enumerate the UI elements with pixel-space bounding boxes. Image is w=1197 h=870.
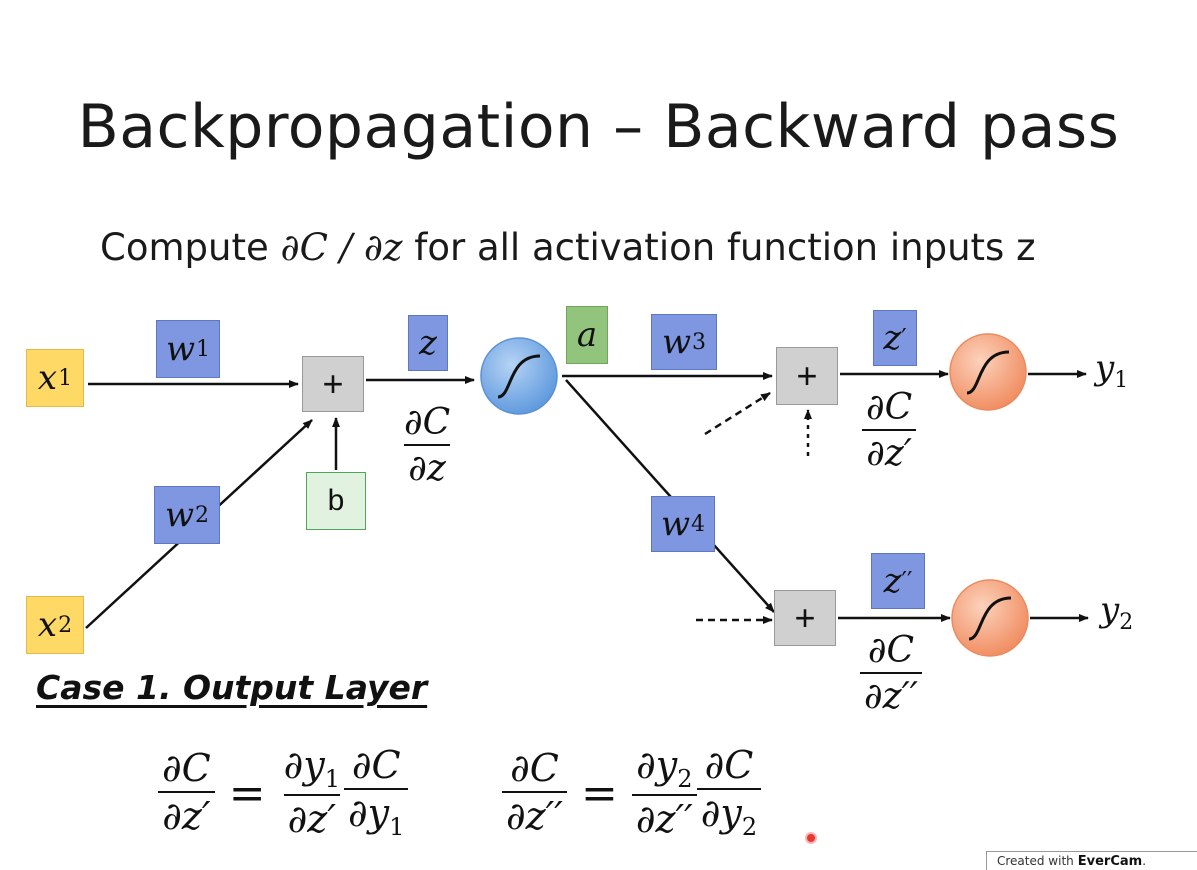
sigmoid-hidden-icon: [480, 337, 558, 415]
equation-output1: ∂C ∂z′ = ∂y1 ∂z′ ∂C ∂y1: [158, 743, 409, 842]
subtitle-suffix: for all activation function inputs z: [402, 226, 1036, 269]
sum-node-output1: +: [776, 347, 838, 405]
subtitle-math: ∂C / ∂z: [280, 226, 403, 269]
case-heading: Case 1. Output Layer: [36, 668, 428, 707]
eq1-factor1: ∂y1 ∂z′: [283, 743, 341, 842]
subtitle-prefix: Compute: [100, 226, 281, 269]
z-prime-label: z′: [873, 310, 917, 366]
pointer-cursor-icon: [805, 832, 817, 844]
slide-subtitle: Compute ∂C / ∂z for all activation funct…: [100, 226, 1036, 269]
z-label: z: [408, 315, 448, 371]
eq2-equals: =: [580, 767, 618, 819]
z-double-prime-label: z′′: [871, 553, 925, 609]
eq1-equals: =: [228, 767, 266, 819]
eq1-factor2: ∂C ∂y1: [344, 745, 409, 840]
sum-node-hidden: +: [302, 356, 364, 412]
eq1-lhs: ∂C ∂z′: [158, 748, 215, 837]
eq2-factor1: ∂y2 ∂z′′: [631, 745, 697, 840]
equation-output2: ∂C ∂z′′ = ∂y2 ∂z′′ ∂C ∂y2: [502, 745, 762, 840]
eq2-lhs: ∂C ∂z′′: [502, 748, 567, 837]
edge-dashed-top-left: [704, 391, 771, 436]
output-y2: y2: [1100, 590, 1134, 635]
eq2-factor2: ∂C ∂y2: [696, 745, 762, 840]
sum-node-output2: +: [774, 590, 836, 646]
sigmoid-output2-icon: [951, 579, 1029, 657]
activation-a-label: a: [566, 306, 608, 364]
grad-zprime-fraction: ∂C ∂z′: [862, 389, 916, 473]
grad-zdoubleprime-fraction: ∂C ∂z′′: [860, 632, 922, 716]
grad-z-fraction: ∂C ∂z: [404, 402, 451, 489]
sigmoid-output1-icon: [949, 333, 1027, 411]
bias-b: b: [306, 472, 366, 530]
slide-title: Backpropagation – Backward pass: [77, 92, 1120, 162]
output-y1: y1: [1095, 348, 1129, 393]
